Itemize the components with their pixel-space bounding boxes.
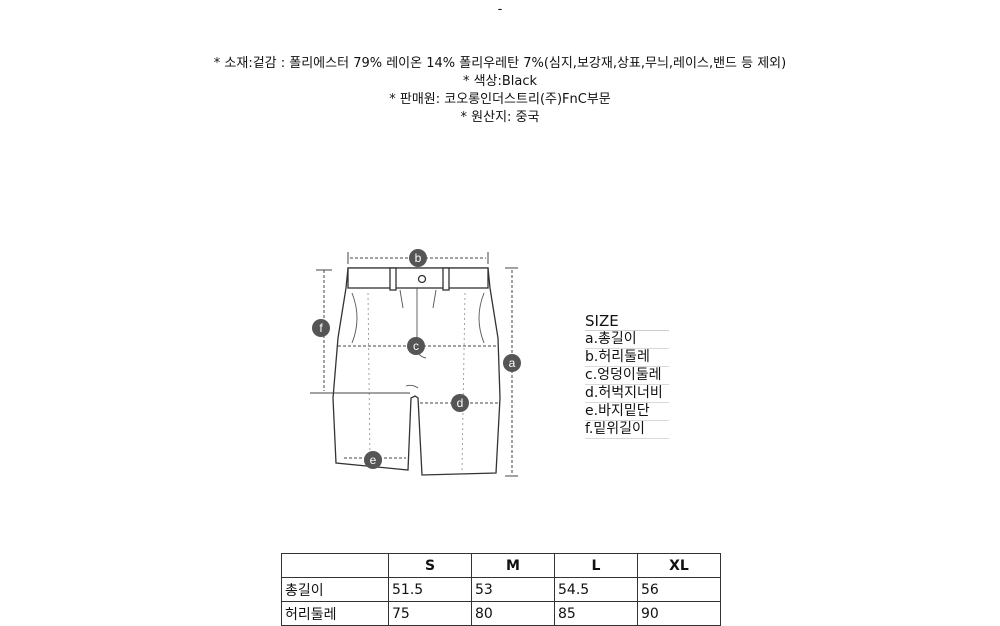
waist-button: [417, 274, 427, 284]
marker-b: b: [409, 249, 427, 267]
marker-d: d: [451, 394, 469, 412]
size-header-blank: [281, 553, 389, 578]
svg-text:a: a: [509, 356, 516, 370]
size-legend-item: e.바지밑단: [585, 403, 669, 421]
table-cell: 53: [471, 577, 555, 602]
table-row: 총길이 51.5 53 54.5 56: [281, 577, 721, 602]
svg-text:b: b: [415, 251, 422, 265]
table-cell: 51.5: [388, 577, 472, 602]
size-legend-item: c.엉덩이둘레: [585, 367, 669, 385]
marker-f: f: [312, 319, 330, 337]
size-table-header: S M L XL: [281, 553, 721, 578]
size-legend-title: SIZE: [585, 313, 669, 331]
row-label: 총길이: [281, 577, 389, 602]
size-legend: SIZE a.총길이 b.허리둘레 c.엉덩이둘레 d.허벅지너비 e.바지밑단…: [585, 313, 669, 439]
spec-seller: * 판매원: 코오롱인더스트리(주)FnC부문: [389, 92, 611, 107]
spec-material: * 소재:겉감 : 폴리에스터 79% 레이온 14% 폴리우레탄 7%(심지,…: [213, 56, 787, 71]
size-table: S M L XL 총길이 51.5 53 54.5 56 허리둘레 75 80 …: [281, 553, 721, 626]
size-legend-item: a.총길이: [585, 331, 669, 349]
svg-text:c: c: [413, 339, 419, 353]
svg-text:d: d: [457, 396, 464, 410]
marker-c: c: [407, 337, 425, 355]
spec-color: * 색상:Black: [462, 74, 538, 89]
size-legend-item: d.허벅지너비: [585, 385, 669, 403]
shorts-outline: [332, 267, 501, 476]
shorts-measurement-diagram: b c d e f a: [310, 249, 521, 477]
belt-loop-left: [389, 267, 397, 291]
table-cell: 56: [637, 577, 721, 602]
marker-a: a: [503, 354, 521, 372]
table-cell: 90: [637, 601, 721, 626]
row-label: 허리둘레: [281, 601, 389, 626]
spec-origin: * 원산지: 중국: [460, 110, 540, 125]
table-cell: 54.5: [554, 577, 638, 602]
size-header-l: L: [554, 553, 638, 578]
svg-text:e: e: [370, 453, 377, 467]
size-legend-item: f.밑위길이: [585, 421, 669, 439]
top-dash: -: [497, 2, 503, 17]
table-cell: 75: [388, 601, 472, 626]
table-cell: 85: [554, 601, 638, 626]
size-legend-item: b.허리둘레: [585, 349, 669, 367]
size-header-m: M: [471, 553, 555, 578]
table-cell: 80: [471, 601, 555, 626]
marker-e: e: [364, 451, 382, 469]
belt-loop-right: [442, 267, 450, 291]
svg-text:f: f: [319, 321, 323, 335]
size-header-s: S: [388, 553, 472, 578]
table-row: 허리둘레 75 80 85 90: [281, 601, 721, 626]
product-spec: * 소재:겉감 : 폴리에스터 79% 레이온 14% 폴리우레탄 7%(심지,…: [0, 55, 1000, 127]
size-header-xl: XL: [637, 553, 721, 578]
